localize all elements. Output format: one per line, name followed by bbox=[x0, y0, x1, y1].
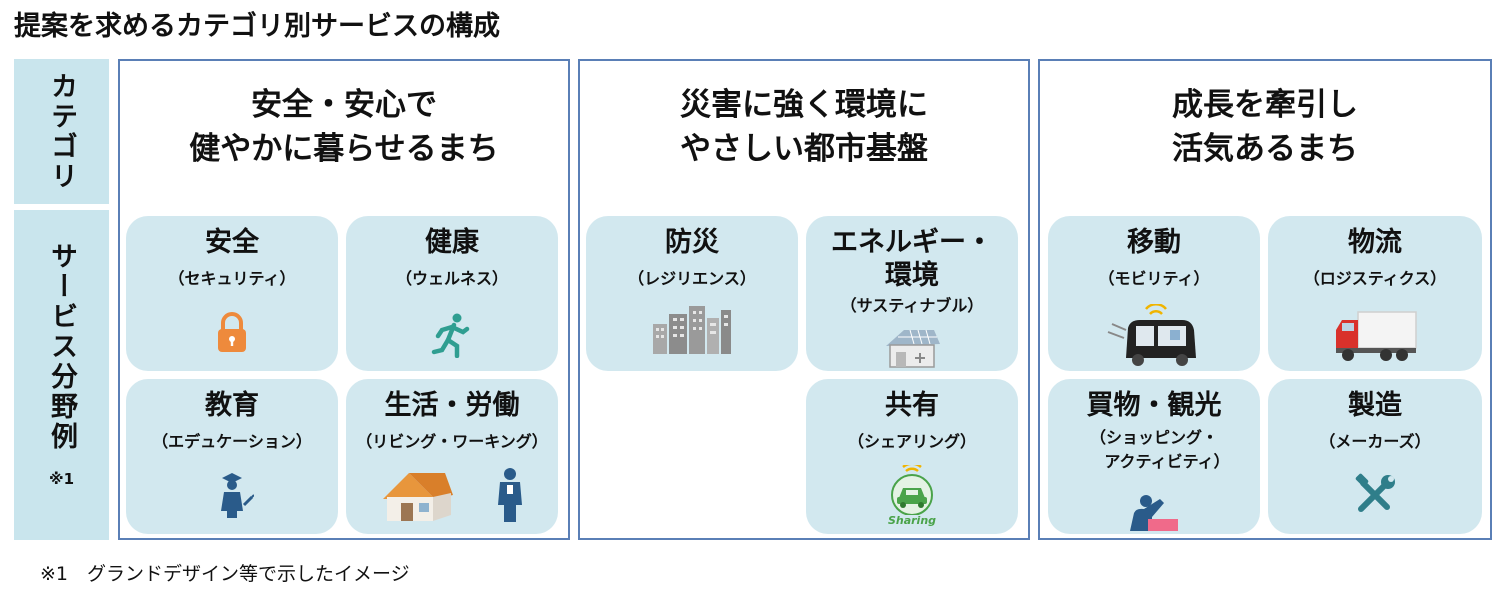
service-title: 移動 bbox=[1127, 227, 1181, 258]
category-title-line: 災害に強く環境に bbox=[680, 87, 928, 123]
solar-house-icon bbox=[806, 326, 1018, 368]
category-title-line: 健やかに暮らせるまち bbox=[189, 131, 499, 167]
service-title: 教育 bbox=[205, 390, 259, 421]
service-subtitle: （セキュリティ） bbox=[168, 269, 296, 288]
side-label-service-text: サービス分野例 bbox=[46, 242, 77, 452]
graduate-icon bbox=[126, 471, 338, 519]
sharing-car-icon: Sharing bbox=[806, 462, 1018, 527]
service-box-resilience: 防災 （レジリエンス） bbox=[586, 216, 798, 371]
service-box-security: 安全 （セキュリティ） bbox=[126, 216, 338, 371]
service-title: 安全 bbox=[205, 227, 259, 258]
category-title: 安全・安心で 健やかに暮らせるまち bbox=[120, 83, 568, 171]
padlock-icon bbox=[126, 312, 338, 354]
service-subtitle: （シェアリング） bbox=[847, 432, 976, 451]
service-subtitle: （ショッピング・ アクティビティ） bbox=[1089, 428, 1230, 471]
service-title: 生活・労働 bbox=[384, 390, 520, 421]
category-panel-infrastructure: 災害に強く環境に やさしい都市基盤 防災 （レジリエンス） bbox=[578, 59, 1030, 540]
service-subtitle: （ロジスティクス） bbox=[1303, 269, 1447, 288]
service-title: 共有 bbox=[885, 390, 939, 421]
service-box-makers: 製造 （メーカーズ） bbox=[1268, 379, 1482, 534]
service-box-energy-environment: エネルギー・ 環境 （サスティナブル） bbox=[806, 216, 1018, 371]
house-and-worker-icon bbox=[346, 465, 558, 523]
service-title: 健康 bbox=[425, 227, 479, 258]
side-note-mark: ※1 bbox=[48, 470, 75, 488]
service-title: 買物・観光 bbox=[1086, 390, 1222, 421]
service-subtitle: （メーカーズ） bbox=[1319, 432, 1431, 451]
shopping-tourist-icon bbox=[1048, 491, 1260, 531]
footnote: ※1 グランドデザイン等で示したイメージ bbox=[40, 563, 410, 585]
category-title-line: 安全・安心で bbox=[251, 87, 437, 123]
category-title: 災害に強く環境に やさしい都市基盤 bbox=[580, 83, 1028, 171]
service-title: 防災 bbox=[665, 227, 719, 258]
service-box-shopping-activity: 買物・観光 （ショッピング・ アクティビティ） bbox=[1048, 379, 1260, 534]
service-title: 製造 bbox=[1348, 390, 1402, 421]
category-panel-growth: 成長を牽引し 活気あるまち 移動 （モビリティ） 物流 （ロジスティクス） bbox=[1038, 59, 1492, 540]
service-box-logistics: 物流 （ロジスティクス） bbox=[1268, 216, 1482, 371]
service-box-wellness: 健康 （ウェルネス） bbox=[346, 216, 558, 371]
tools-icon bbox=[1268, 473, 1482, 517]
page-title: 提案を求めるカテゴリ別サービスの構成 bbox=[14, 11, 500, 42]
service-box-education: 教育 （エデュケーション） bbox=[126, 379, 338, 534]
truck-icon bbox=[1268, 308, 1482, 362]
category-title: 成長を牽引し 活気あるまち bbox=[1040, 83, 1490, 171]
service-title: 物流 bbox=[1348, 227, 1402, 258]
service-subtitle: （モビリティ） bbox=[1098, 269, 1210, 288]
side-label-category: カテゴリ bbox=[14, 59, 109, 204]
category-panel-safety: 安全・安心で 健やかに暮らせるまち 安全 （セキュリティ） 健康 （ウェルネス） bbox=[118, 59, 570, 540]
service-title: エネルギー・ 環境 bbox=[831, 227, 993, 291]
category-title-line: 成長を牽引し bbox=[1172, 87, 1358, 123]
sharing-label: Sharing bbox=[887, 514, 937, 527]
category-title-line: 活気あるまち bbox=[1172, 131, 1358, 167]
buildings-icon bbox=[586, 304, 798, 354]
service-box-sharing: 共有 （シェアリング） Sharing bbox=[806, 379, 1018, 534]
service-box-living-working: 生活・労働 （リビング・ワーキング） bbox=[346, 379, 558, 534]
service-subtitle: （リビング・ワーキング） bbox=[356, 432, 548, 451]
service-subtitle: （ウェルネス） bbox=[395, 269, 508, 288]
running-person-icon bbox=[346, 312, 558, 358]
autonomous-bus-icon bbox=[1048, 304, 1260, 368]
category-title-line: やさしい都市基盤 bbox=[680, 131, 928, 167]
service-subtitle: （レジリエンス） bbox=[628, 269, 756, 288]
service-subtitle: （サスティナブル） bbox=[840, 296, 984, 315]
service-box-mobility: 移動 （モビリティ） bbox=[1048, 216, 1260, 371]
service-subtitle: （エデュケーション） bbox=[152, 432, 312, 451]
side-label-service: サービス分野例 ※1 bbox=[14, 210, 109, 540]
side-label-category-text: カテゴリ bbox=[46, 71, 77, 192]
